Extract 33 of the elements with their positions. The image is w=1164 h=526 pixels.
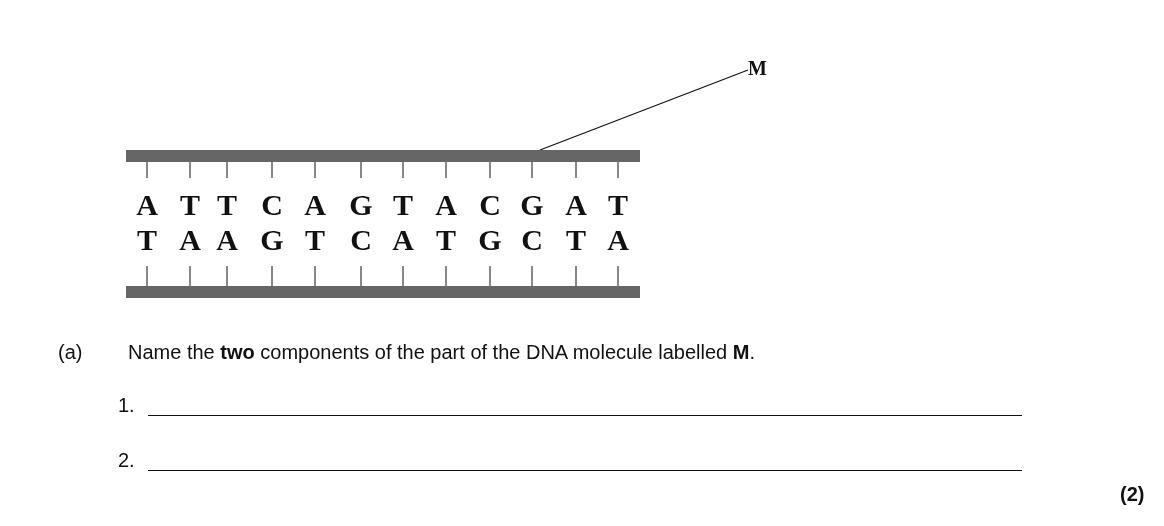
part-label: M <box>748 56 767 80</box>
base-letter: T <box>137 225 157 255</box>
backbone-bar <box>126 286 640 298</box>
answer-number: 2. <box>118 448 135 472</box>
base-letter: C <box>479 190 501 220</box>
question-number: (a) <box>58 340 83 364</box>
base-letter: C <box>350 225 372 255</box>
base-letter: G <box>349 190 373 220</box>
mark-allocation: (2) <box>1120 482 1145 506</box>
base-letter: A <box>435 190 457 220</box>
base-letter: A <box>392 225 414 255</box>
base-letter: A <box>607 225 629 255</box>
base-letter: C <box>521 225 543 255</box>
question-text: Name the two components of the part of the DNA molecule labelled M. <box>128 340 755 364</box>
base-letter: T <box>566 225 586 255</box>
base-letter: A <box>565 190 587 220</box>
base-letter: T <box>608 190 628 220</box>
answer-number: 1. <box>118 393 135 417</box>
base-letter: T <box>305 225 325 255</box>
base-letter: A <box>304 190 326 220</box>
base-letter: G <box>520 190 544 220</box>
base-letter: T <box>180 190 200 220</box>
base-letter: G <box>478 225 502 255</box>
backbone-bar <box>126 150 640 162</box>
leader-line <box>539 69 749 151</box>
base-letter: A <box>179 225 201 255</box>
base-letter: T <box>393 190 413 220</box>
base-letter: T <box>436 225 456 255</box>
base-letter: C <box>261 190 283 220</box>
base-letter: G <box>260 225 284 255</box>
base-letter: T <box>217 190 237 220</box>
base-letter: A <box>136 190 158 220</box>
base-letter: A <box>216 225 238 255</box>
